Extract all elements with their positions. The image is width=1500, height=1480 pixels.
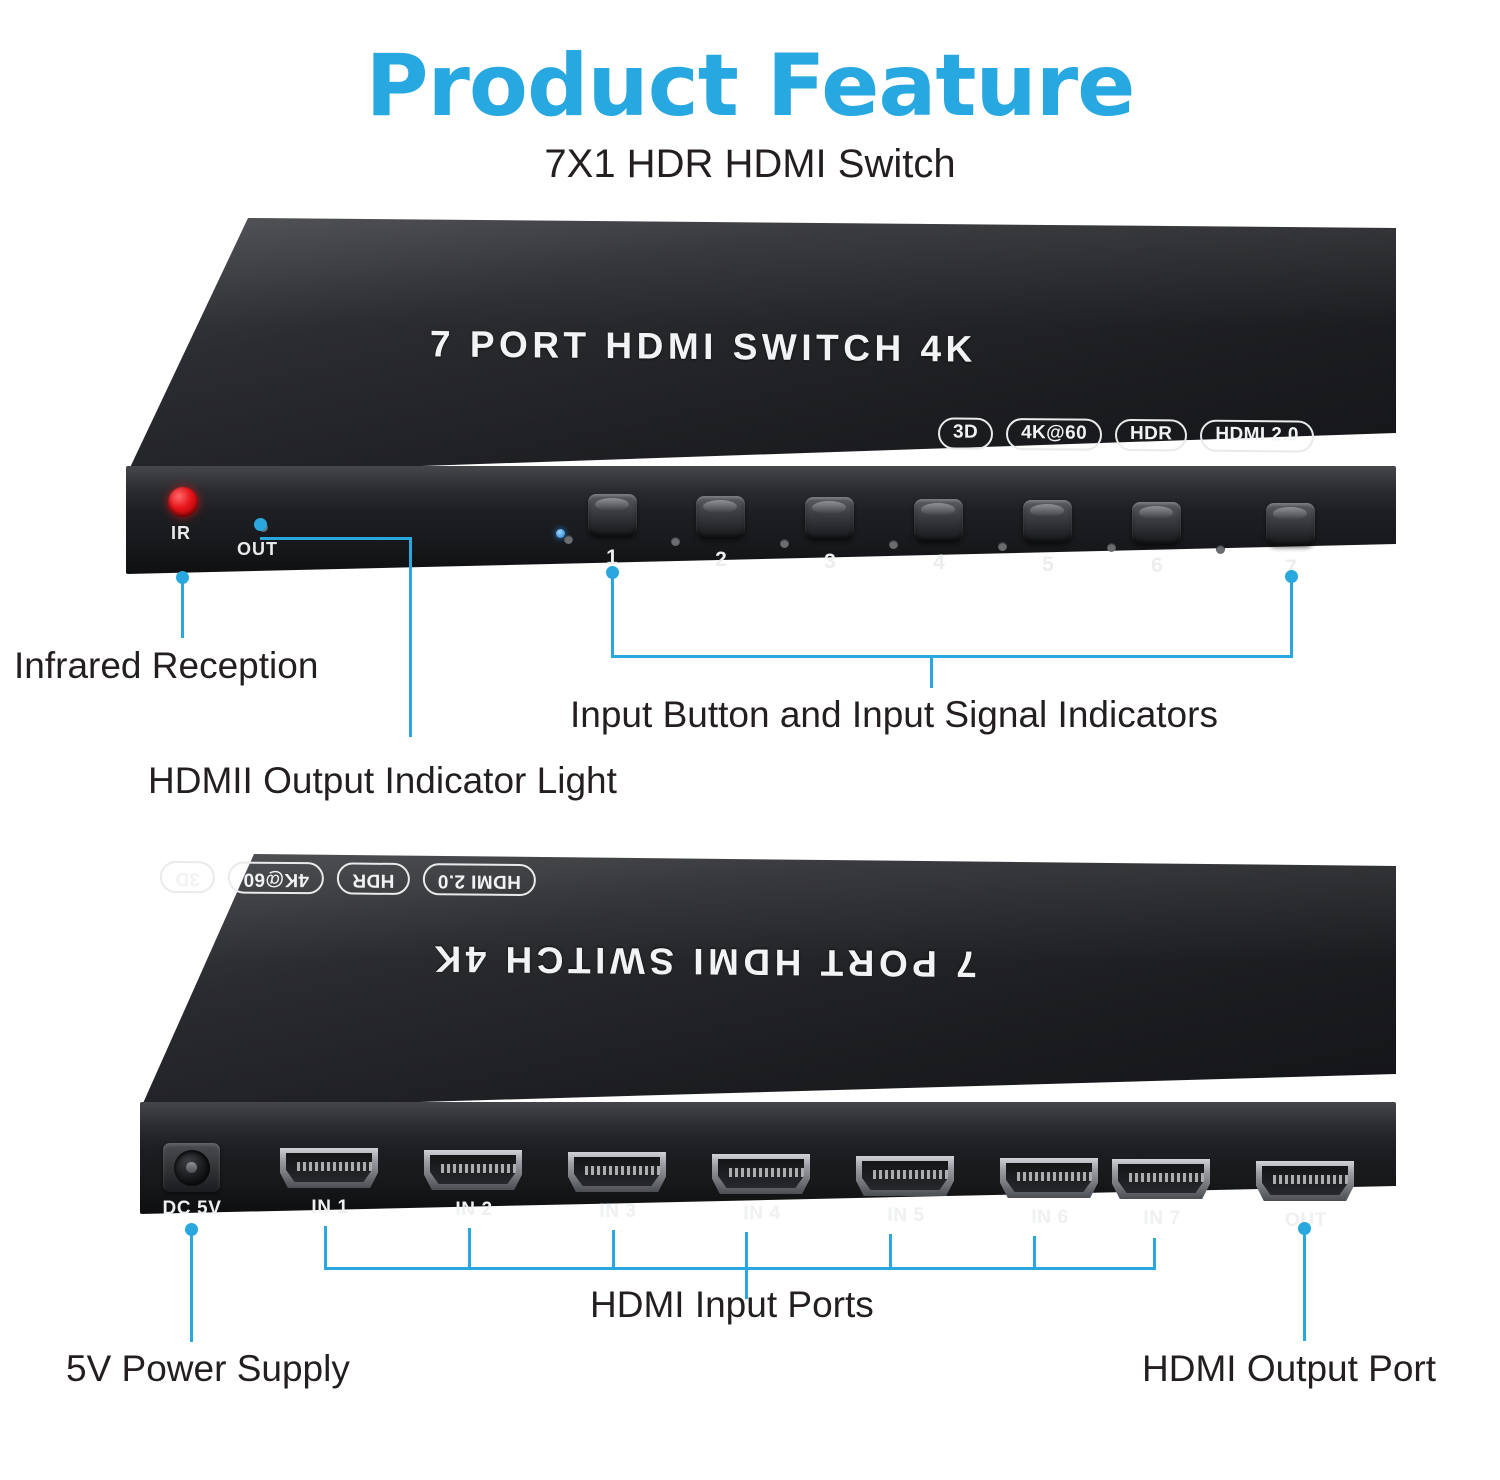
hdmi-input-label-4: IN 4 (743, 1203, 781, 1224)
hdmi-input-label-5: IN 5 (887, 1205, 925, 1226)
dc-power-label: DC 5V (162, 1198, 222, 1219)
signal-led-6 (1107, 543, 1116, 552)
callout-label-infrared-reception: Infrared Reception (14, 645, 319, 686)
callout-label-hdmi-output-port: HDMI Output Port (1142, 1348, 1437, 1389)
hdmi-input-port-1 (280, 1148, 378, 1188)
hdmi-input-label-1: IN 1 (311, 1197, 349, 1218)
hdmi-input-port-6 (1000, 1158, 1098, 1198)
badge-hdr: HDR (1115, 418, 1188, 452)
input-button-1[interactable] (588, 494, 637, 537)
callout-line-input-stem (930, 655, 934, 688)
input-button-label-5: 5 (1042, 553, 1054, 576)
callout-tick-in-7 (1153, 1238, 1157, 1270)
callout-line-input-left (611, 573, 615, 658)
callout-tick-in-3 (612, 1230, 616, 1270)
callout-line-inputs-bracket (324, 1267, 1156, 1271)
badge-3d: 3D (938, 417, 994, 450)
hdmi-input-port-3 (568, 1152, 666, 1192)
callout-dot-input-button-last (1285, 570, 1298, 583)
callout-label-power-supply: 5V Power Supply (66, 1348, 350, 1389)
callout-dot-power (185, 1223, 198, 1236)
callout-tick-in-1 (324, 1226, 328, 1270)
callout-line-inputs-stem (745, 1267, 749, 1299)
input-button-label-6: 6 (1151, 554, 1163, 577)
input-button-2[interactable] (696, 496, 745, 539)
hdmi-input-label-6: IN 6 (1031, 1207, 1069, 1228)
rear-badge-row: HDMI 2.0 HDR 4K@60 3D (160, 861, 536, 897)
page-subtitle: 7X1 HDR HDMI Switch (544, 142, 956, 186)
signal-led-2 (671, 537, 680, 546)
signal-led-4 (889, 540, 898, 549)
badge-4k60: 4K@60 (1006, 417, 1103, 451)
device-front-view (104, 218, 1396, 580)
callout-label-hdmi-input-ports: HDMI Input Ports (590, 1284, 874, 1325)
badge-hdmi-20: HDMI 2.0 (1200, 419, 1314, 453)
hdmi-input-port-2 (424, 1150, 522, 1190)
hdmi-input-port-7 (1112, 1159, 1210, 1199)
front-silkscreen-title: 7 PORT HDMI SWITCH 4K (430, 323, 977, 370)
callout-line-output-port (1303, 1229, 1307, 1341)
signal-led-3 (780, 539, 789, 548)
front-badge-row: 3D 4K@60 HDR HDMI 2.0 (938, 417, 1314, 453)
input-button-label-3: 3 (824, 550, 836, 573)
input-button-label-2: 2 (715, 548, 727, 571)
callout-dot-output-port (1298, 1222, 1311, 1235)
callout-line-power (190, 1230, 194, 1342)
rear-badge-hdr: HDR (337, 862, 410, 896)
callout-tick-in-4 (745, 1232, 749, 1270)
page-title: Product Feature (362, 33, 1139, 140)
rear-silkscreen-title: 7 PORT HDMI SWITCH 4K (430, 938, 977, 985)
hdmi-output-label: OUT (1285, 1210, 1327, 1231)
dc-power-jack (163, 1143, 220, 1192)
device-front-panel (126, 466, 1396, 574)
hdmi-input-port-4 (712, 1154, 810, 1194)
callout-dot-input-button-first (606, 566, 619, 579)
callout-tick-in-2 (468, 1228, 472, 1270)
input-button-7[interactable] (1266, 503, 1315, 546)
hdmi-input-label-3: IN 3 (599, 1201, 637, 1222)
input-button-3[interactable] (805, 497, 854, 540)
out-label: OUT (237, 539, 278, 559)
callout-line-output-indicator-v (409, 537, 413, 737)
input-button-6[interactable] (1132, 502, 1181, 545)
signal-led-7 (1216, 545, 1225, 554)
output-active-led (556, 529, 565, 538)
signal-led-5 (998, 542, 1007, 551)
callout-tick-in-6 (1033, 1236, 1037, 1270)
callout-line-input-right (1290, 577, 1294, 658)
hdmi-input-port-5 (856, 1156, 954, 1196)
input-button-label-4: 4 (933, 551, 945, 574)
hdmi-output-port (1256, 1161, 1354, 1201)
input-button-label-1: 1 (606, 546, 618, 569)
signal-led-1 (564, 535, 573, 544)
hdmi-input-label-2: IN 2 (455, 1199, 493, 1220)
callout-line-input-bracket (611, 655, 1293, 659)
callout-dot-output-indicator (254, 518, 267, 531)
callout-tick-in-5 (889, 1234, 893, 1270)
input-button-4[interactable] (914, 499, 963, 542)
callout-line-infrared (181, 578, 185, 638)
callout-label-hdmi-output-indicator: HDMII Output Indicator Light (148, 760, 617, 801)
callout-line-output-indicator-h (260, 537, 412, 541)
rear-badge-4k60: 4K@60 (228, 861, 325, 895)
input-button-5[interactable] (1023, 500, 1072, 543)
infrared-receiver-led (168, 487, 198, 517)
ir-label: IR (171, 523, 191, 543)
callout-dot-infrared (176, 571, 189, 584)
rear-badge-hdmi-20: HDMI 2.0 (422, 863, 536, 897)
callout-label-input-buttons: Input Button and Input Signal Indicators (570, 694, 1218, 735)
input-button-label-7: 7 (1285, 556, 1297, 579)
rear-badge-3d: 3D (160, 861, 216, 894)
hdmi-input-label-7: IN 7 (1143, 1208, 1181, 1229)
